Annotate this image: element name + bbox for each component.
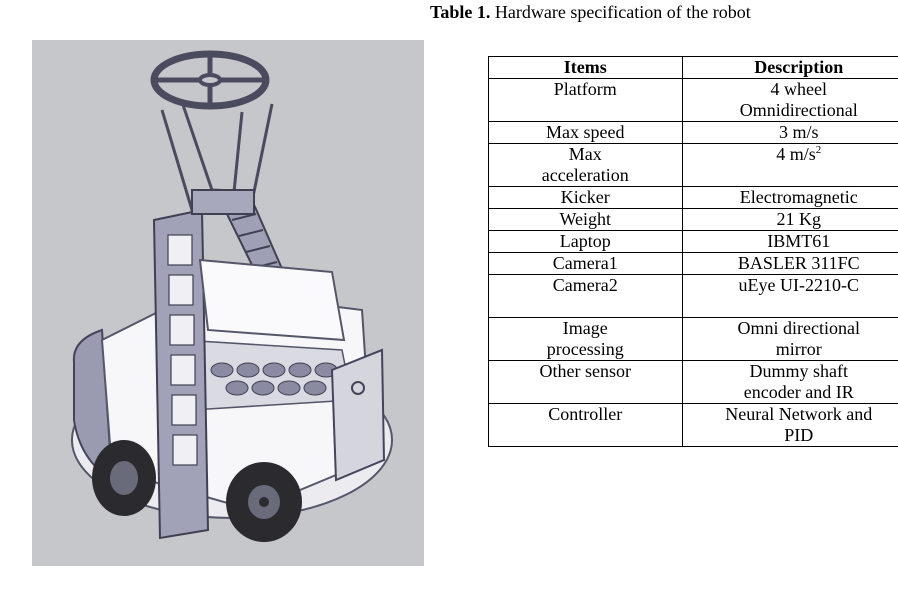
table-row: Platform 4 wheel Omnidirectional [488, 78, 898, 122]
table-row: Kicker Electromagnetic [488, 186, 898, 209]
table-row: Weight 21 Kg [488, 208, 898, 231]
item-cell: Camera2 [488, 274, 683, 318]
description-cell: 4 m/s2 [681, 143, 898, 187]
header-items: Items [488, 56, 683, 79]
caption-text: Hardware specification of the robot [490, 2, 751, 22]
item-cell: Laptop [488, 230, 683, 253]
description-text: BASLER 311FC [737, 253, 860, 273]
description-text: Electromagnetic [739, 187, 858, 207]
description-text: uEye UI-2210-C [738, 275, 859, 295]
table-row: Camera1 BASLER 311FC [488, 252, 898, 275]
hardware-spec-table: Items Description Platform 4 wheel Omnidi… [488, 56, 898, 447]
description-text: 4 m/s [776, 144, 816, 164]
robot-cad-illustration [32, 40, 424, 566]
caption-label: Table 1. [430, 2, 491, 22]
description-cell: uEye UI-2210-C [681, 274, 898, 318]
table-row: Controller Neural Network and PID [488, 403, 898, 447]
item-cell: Platform [488, 78, 683, 122]
description-text: 3 m/s [779, 122, 819, 142]
description-cell: Dummy shaft encoder and IR [681, 360, 898, 404]
item-cell: Image processing [488, 317, 683, 361]
table-row: Image processing Omni directional mirror [488, 317, 898, 361]
item-cell: Weight [488, 208, 683, 231]
description-text: Dummy shaft encoder and IR [743, 361, 854, 402]
item-cell: Camera1 [488, 252, 683, 275]
table-row: Camera2 uEye UI-2210-C [488, 274, 898, 318]
table-header-row: Items Description [488, 56, 898, 79]
hardware-table-wrapper: Items Description Platform 4 wheel Omnidi… [488, 56, 898, 583]
description-cell: Omni directional mirror [681, 317, 898, 361]
description-text: Neural Network and PID [725, 404, 873, 445]
description-cell: IBMT61 [681, 230, 898, 253]
table-caption: Table 1. Hardware specification of the r… [430, 2, 751, 23]
description-cell: BASLER 311FC [681, 252, 898, 275]
item-cell: Max speed [488, 121, 683, 144]
description-cell: Electromagnetic [681, 186, 898, 209]
item-cell: Max acceleration [488, 143, 683, 187]
mirror-ring [150, 50, 270, 110]
robot-figure [32, 40, 424, 566]
item-cell: Kicker [488, 186, 683, 209]
description-text: Omni directional mirror [737, 318, 860, 359]
table-row: Other sensor Dummy shaft encoder and IR [488, 360, 898, 404]
item-cell: Controller [488, 403, 683, 447]
wheel-left [92, 440, 156, 516]
description-cell: Neural Network and PID [681, 403, 898, 447]
header-description: Description [681, 56, 898, 79]
wheel-center [226, 462, 302, 542]
description-superscript: 2 [815, 144, 822, 156]
description-cell: 4 wheel Omnidirectional [681, 78, 898, 122]
table-row: Max speed 3 m/s [488, 121, 898, 144]
description-text: 21 Kg [776, 209, 822, 229]
description-text: 4 wheel Omnidirectional [739, 79, 858, 120]
description-text: IBMT61 [767, 231, 831, 251]
table-row: Laptop IBMT61 [488, 230, 898, 253]
description-cell: 21 Kg [681, 208, 898, 231]
item-cell: Other sensor [488, 360, 683, 404]
description-cell: 3 m/s [681, 121, 898, 144]
